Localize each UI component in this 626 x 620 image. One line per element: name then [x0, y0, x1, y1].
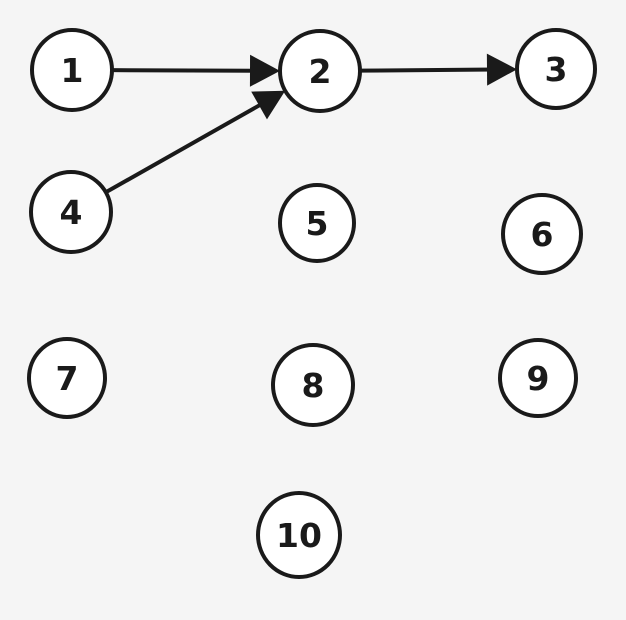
node-9-circle — [498, 338, 578, 418]
node-7[interactable]: 7 — [27, 337, 107, 419]
node-10[interactable]: 10 — [256, 491, 342, 579]
node-5-circle — [278, 183, 356, 263]
edge-2-3 — [359, 53, 518, 86]
node-3-label: 3 — [545, 50, 568, 89]
edge-1-2 — [111, 54, 281, 87]
edge-line-2-3 — [359, 67, 496, 73]
node-9-label: 9 — [527, 359, 550, 398]
edge-4-2 — [104, 90, 286, 195]
node-6[interactable]: 6 — [501, 193, 583, 275]
node-5[interactable]: 5 — [278, 183, 356, 263]
node-5-label: 5 — [306, 204, 329, 243]
node-1-circle — [30, 28, 114, 112]
node-4-label: 4 — [60, 193, 83, 232]
node-10-label: 10 — [276, 516, 322, 555]
node-2[interactable]: 2 — [278, 29, 362, 113]
node-3[interactable]: 3 — [515, 28, 597, 110]
node-2-label: 2 — [309, 52, 332, 91]
arrowhead-icon — [486, 53, 518, 86]
node-4[interactable]: 4 — [29, 170, 113, 254]
node-8-circle — [271, 343, 355, 427]
node-8-label: 8 — [302, 366, 325, 405]
node-3-circle — [515, 28, 597, 110]
node-6-circle — [501, 193, 583, 275]
node-8[interactable]: 8 — [271, 343, 355, 427]
arrowhead-icon — [251, 90, 286, 120]
node-1[interactable]: 1 — [30, 28, 114, 112]
arrowhead-icon — [249, 54, 281, 87]
node-4-circle — [29, 170, 113, 254]
node-2-circle — [278, 29, 362, 113]
node-7-circle — [27, 337, 107, 419]
node-9[interactable]: 9 — [498, 338, 578, 418]
node-10-circle — [256, 491, 342, 579]
node-7-label: 7 — [56, 359, 79, 398]
edge-line-4-2 — [104, 99, 268, 195]
node-1-label: 1 — [61, 51, 84, 90]
edge-line-1-2 — [111, 68, 259, 73]
node-6-label: 6 — [531, 215, 554, 254]
